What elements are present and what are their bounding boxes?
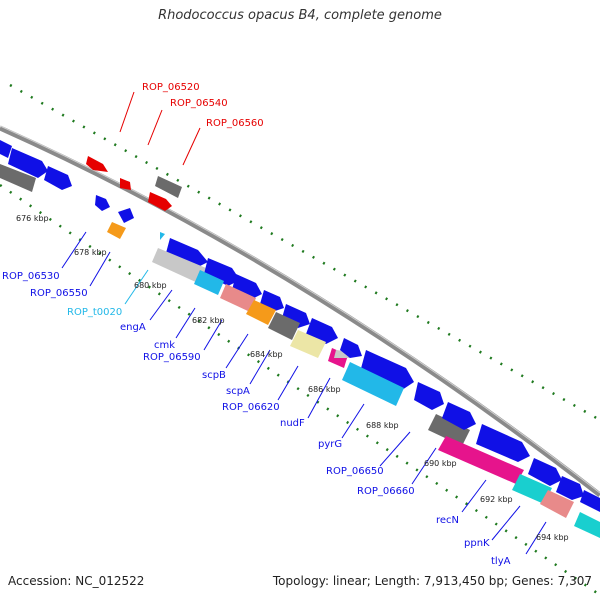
gene-blue-left-3[interactable] (44, 166, 72, 190)
label-ROP_06540[interactable]: ROP_06540 (170, 98, 228, 109)
gene-recN-box[interactable] (438, 436, 524, 484)
tick-label: 686 kbp (308, 385, 341, 394)
gene-ROP_06660-arrow[interactable] (442, 402, 476, 430)
gene-scpA-box[interactable] (268, 312, 300, 340)
gene-cmk-box[interactable] (194, 270, 224, 295)
accession-text: Accession: NC_012522 (8, 574, 145, 588)
label-ROP_06650[interactable]: ROP_06650 (326, 466, 384, 477)
label-ROP_06550[interactable]: ROP_06550 (30, 288, 88, 299)
genome-backbone (0, 125, 600, 497)
topology-text: Topology: linear; Length: 7,913,450 bp; … (272, 574, 592, 588)
gene-ROP_06650-arrow[interactable] (414, 382, 444, 410)
tick-label: 694 kbp (536, 533, 569, 542)
leader-cmk (175, 307, 196, 339)
tick-label: 692 kbp (480, 495, 513, 504)
gene-ROP_t0020-orange[interactable] (107, 222, 126, 239)
leader-ROP_06590 (203, 319, 223, 351)
gene-recN-arrow[interactable] (476, 424, 530, 462)
label-cmk[interactable]: cmk (154, 340, 175, 351)
leader-scpB (225, 333, 249, 369)
label-ROP_06660[interactable]: ROP_06660 (357, 486, 415, 497)
leader-ROP_06540 (147, 109, 163, 146)
leader-pyrG (341, 403, 365, 439)
tick-label: 680 kbp (134, 281, 167, 290)
label-ROP_06560[interactable]: ROP_06560 (206, 118, 264, 129)
gene-engA-box[interactable] (152, 248, 206, 284)
gene-ROP_06530-arrow[interactable] (95, 195, 110, 211)
gene-gray-left[interactable] (0, 164, 36, 192)
label-ppnK[interactable]: ppnK (464, 538, 490, 549)
leader-ROP_06550 (89, 251, 111, 287)
gene-cmk-arrow[interactable] (204, 258, 240, 286)
gene-tlyA-arrow[interactable] (556, 476, 584, 500)
gene-ROP_06540-arrow[interactable] (120, 178, 131, 190)
tick-label: 684 kbp (250, 350, 283, 359)
main-gene-track (0, 140, 600, 538)
gene-ROP_06560-arrow[interactable] (148, 192, 172, 211)
gene-nudF-arrow[interactable] (340, 338, 362, 358)
leader-ROP_06520 (119, 91, 135, 133)
leader-scpA (249, 349, 271, 385)
label-leader-lines (61, 91, 547, 555)
gene-engA-arrow[interactable] (166, 238, 208, 268)
gene-ROP_06590-box[interactable] (220, 284, 256, 312)
gene-ROP_t0020-cyan[interactable] (160, 232, 165, 240)
label-tlyA[interactable]: tlyA (491, 556, 511, 567)
gene-ROP_06550-arrow[interactable] (118, 208, 134, 223)
tick-label: 690 kbp (424, 459, 457, 468)
leader-ROP_06660 (411, 447, 437, 485)
tick-label: 682 kbp (192, 316, 225, 325)
label-nudF[interactable]: nudF (280, 418, 305, 429)
genome-backbone-highlight (0, 125, 600, 494)
gene-ROP_06650-box[interactable] (428, 414, 470, 446)
gene-scpB-box[interactable] (246, 300, 276, 325)
leader-ROP_06560 (182, 127, 201, 166)
label-ROP_06620[interactable]: ROP_06620 (222, 402, 280, 413)
leader-ROP_06650 (379, 431, 411, 467)
gene-right-box[interactable] (574, 512, 600, 538)
gene-name-labels: ROP_06520 ROP_06540 ROP_06560 ROP_06530 … (2, 82, 511, 567)
label-ROP_06590[interactable]: ROP_06590 (143, 352, 201, 363)
gene-right-arrow[interactable] (580, 490, 600, 512)
leader-nudF (307, 377, 331, 419)
outer-tick-track (9, 83, 600, 422)
leader-ROP_06620 (277, 365, 299, 401)
gene-ROP_06620-box[interactable] (290, 330, 326, 358)
leader-ppnK (491, 505, 521, 541)
tick-label: 678 kbp (74, 248, 107, 257)
gene-blue-left-1[interactable] (0, 140, 12, 158)
gene-gray-forward[interactable] (155, 176, 182, 198)
label-ROP_06530[interactable]: ROP_06530 (2, 271, 60, 282)
gene-ppnK-box[interactable] (512, 474, 552, 504)
label-recN[interactable]: recN (436, 515, 459, 526)
leader-engA (149, 289, 173, 321)
gene-ppnK-arrow[interactable] (528, 458, 562, 486)
leader-ROP_t0020 (124, 269, 149, 305)
label-pyrG[interactable]: pyrG (318, 439, 342, 450)
gene-pyrG-box[interactable] (342, 362, 404, 406)
tick-label: 676 kbp (16, 214, 49, 223)
gene-tlyA-box[interactable] (540, 490, 574, 518)
forward-strand-genes (86, 156, 182, 211)
leader-tlyA (525, 521, 547, 555)
inner-tick-track (0, 183, 600, 597)
label-engA[interactable]: engA (120, 322, 146, 333)
gene-pyrG-arrow[interactable] (360, 350, 414, 390)
label-ROP_06520[interactable]: ROP_06520 (142, 82, 200, 93)
label-ROP_t0020[interactable]: ROP_t0020 (67, 307, 122, 318)
gene-blue-left-2[interactable] (8, 148, 48, 178)
leader-ROP_06530 (61, 231, 87, 269)
label-scpA[interactable]: scpA (226, 386, 250, 397)
gene-ROP_06520-arrow[interactable] (86, 156, 108, 172)
map-title: Rhodococcus opacus B4, complete genome (158, 8, 442, 23)
label-scpB[interactable]: scpB (202, 370, 226, 381)
kbp-tick-labels: 676 kbp 678 kbp 680 kbp 682 kbp 684 kbp … (16, 214, 569, 542)
tick-label: 688 kbp (366, 421, 399, 430)
leader-recN (461, 479, 487, 513)
